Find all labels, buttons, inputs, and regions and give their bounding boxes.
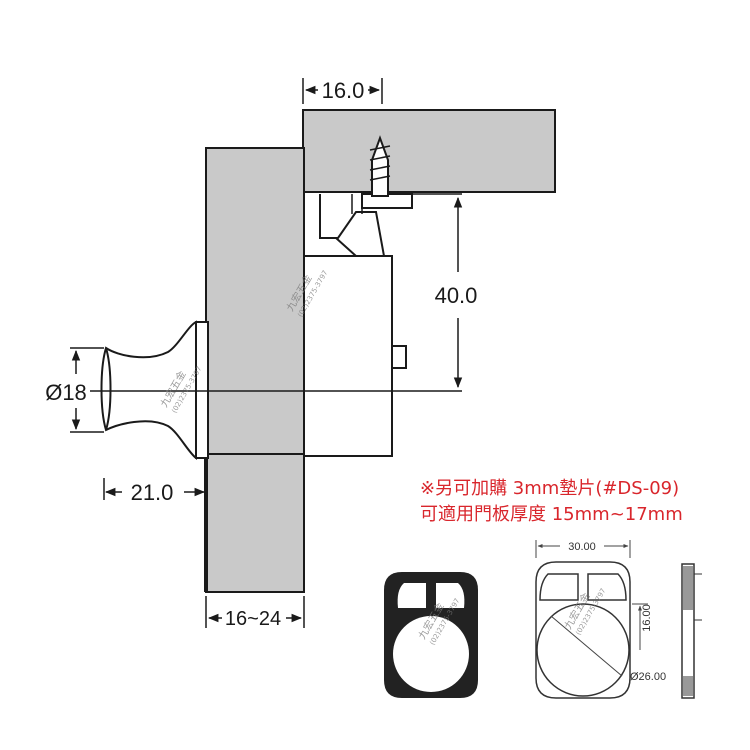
dim-knob-length: 21.0: [131, 480, 174, 505]
shim-part: [384, 572, 478, 698]
dim-knob-diameter: Ø18: [45, 380, 87, 405]
dim-door-range: 16~24: [225, 608, 281, 630]
lock-body: [303, 255, 393, 457]
shim-outline-drawing: 30.00 16.00 Ø26.00: [535, 540, 666, 699]
door-panel-upper: [205, 147, 305, 455]
knob: [100, 320, 197, 461]
shim-width-label: 30.00: [568, 541, 596, 553]
shim-height-label: 16.00: [641, 604, 653, 632]
dim-top-width: 16.0: [322, 78, 365, 103]
note-door-thickness: 可適用門板厚度 15mm~17mm: [420, 504, 683, 525]
dim-height: 40.0: [435, 283, 478, 308]
screw: [371, 135, 389, 197]
strike-catch: [319, 194, 386, 257]
shim-hole-diameter-label: Ø26.00: [630, 671, 666, 683]
shim-side-profile: [681, 563, 702, 699]
door-panel-lower: [205, 453, 305, 593]
cabinet-top-panel: [302, 109, 556, 193]
lock-side-stud: [391, 345, 407, 369]
note-shim-addon: ※另可加購 3mm墊片(#DS-09): [420, 478, 680, 499]
